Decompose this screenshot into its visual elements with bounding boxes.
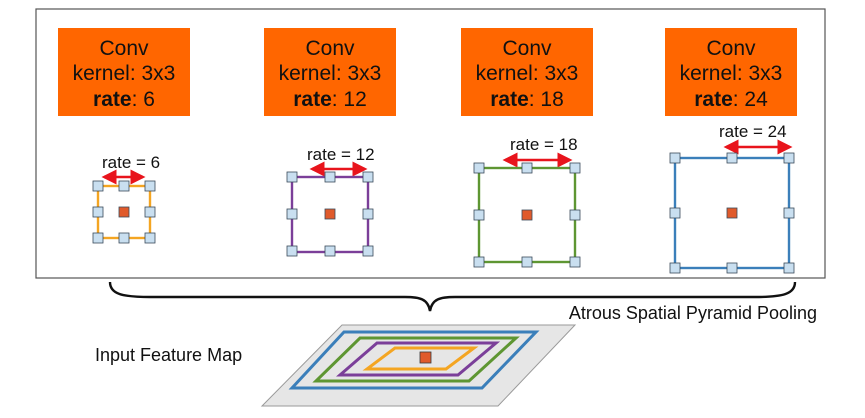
branch-rate-12: Conv kernel: 3x3 rate: 12 rate = 12 <box>264 28 396 257</box>
conv-rate: rate: 6 <box>93 88 155 111</box>
sample-cell <box>324 171 336 183</box>
conv-kernel: kernel: 3x3 <box>680 62 783 85</box>
sample-cell <box>783 152 795 164</box>
rate-value: : 18 <box>529 88 564 111</box>
sample-cell <box>521 162 533 174</box>
sample-cell <box>569 209 581 221</box>
center-cell <box>521 209 533 221</box>
rate-label: rate <box>490 88 529 111</box>
sample-cells <box>669 152 795 274</box>
center-cell <box>118 206 130 218</box>
input-label: Input Feature Map <box>95 345 242 365</box>
rate-label: rate <box>694 88 733 111</box>
sample-cell <box>569 256 581 268</box>
sample-cell <box>118 232 130 244</box>
sample-cells <box>473 162 581 268</box>
sample-cells <box>92 180 156 244</box>
sample-cell <box>92 232 104 244</box>
center-cell <box>419 351 432 364</box>
conv-title: Conv <box>99 37 149 60</box>
sample-cell <box>362 171 374 183</box>
sample-cell <box>569 162 581 174</box>
conv-title: Conv <box>305 37 355 60</box>
feature-plane <box>260 324 577 407</box>
conv-kernel: kernel: 3x3 <box>73 62 176 85</box>
rate-value: : 12 <box>332 88 367 111</box>
input-feature-map <box>260 324 577 407</box>
conv-box <box>665 28 797 116</box>
rate-value: : 6 <box>132 88 155 111</box>
sample-cell <box>324 245 336 257</box>
field-rate-12 <box>335 341 501 377</box>
sample-cell <box>286 245 298 257</box>
sample-cell <box>144 180 156 192</box>
rate-caption: rate = 24 <box>719 122 787 141</box>
conv-kernel: kernel: 3x3 <box>476 62 579 85</box>
conv-title: Conv <box>502 37 552 60</box>
conv-box <box>461 28 593 116</box>
aspp-frame <box>35 8 826 279</box>
aspp-label: Atrous Spatial Pyramid Pooling <box>569 303 817 323</box>
sample-cell <box>783 262 795 274</box>
sample-cell <box>92 206 104 218</box>
sample-cell <box>521 256 533 268</box>
sample-cell <box>473 209 485 221</box>
sample-cell <box>669 262 681 274</box>
sample-cell <box>362 245 374 257</box>
conv-rate: rate: 18 <box>490 88 564 111</box>
sample-cell <box>286 208 298 220</box>
sample-cell <box>362 208 374 220</box>
rate-caption: rate = 6 <box>102 153 160 172</box>
sample-cell <box>726 152 738 164</box>
rate-label: rate <box>293 88 332 111</box>
sample-cell <box>92 180 104 192</box>
conv-rate: rate: 24 <box>694 88 768 111</box>
sample-cell <box>669 207 681 219</box>
center-cell <box>324 208 336 220</box>
field-rate-18 <box>312 336 520 383</box>
sample-cell <box>473 162 485 174</box>
sample-cells <box>286 171 374 257</box>
sample-cell <box>118 180 130 192</box>
sample-cell <box>783 207 795 219</box>
field-rate-24 <box>288 330 540 390</box>
rate-value: : 24 <box>733 88 768 111</box>
conv-rate: rate: 12 <box>293 88 367 111</box>
branch-rate-24: Conv kernel: 3x3 rate: 24 rate = 24 <box>665 28 797 274</box>
conv-box <box>58 28 190 116</box>
conv-kernel: kernel: 3x3 <box>279 62 382 85</box>
sample-cell <box>726 262 738 274</box>
aspp-brace <box>108 281 797 312</box>
conv-box <box>264 28 396 116</box>
branch-rate-6: Conv kernel: 3x3 rate: 6 rate = 6 <box>58 28 190 244</box>
sample-cell <box>144 232 156 244</box>
field-rate-6 <box>362 346 479 371</box>
rate-label: rate <box>93 88 132 111</box>
center-cell <box>726 207 738 219</box>
rate-caption: rate = 18 <box>510 135 578 154</box>
sample-cell <box>144 206 156 218</box>
branch-rate-18: Conv kernel: 3x3 rate: 18 rate = 18 <box>461 28 593 268</box>
sample-cell <box>473 256 485 268</box>
rate-caption: rate = 12 <box>307 145 375 164</box>
sample-cell <box>286 171 298 183</box>
conv-title: Conv <box>706 37 756 60</box>
sample-cell <box>669 152 681 164</box>
